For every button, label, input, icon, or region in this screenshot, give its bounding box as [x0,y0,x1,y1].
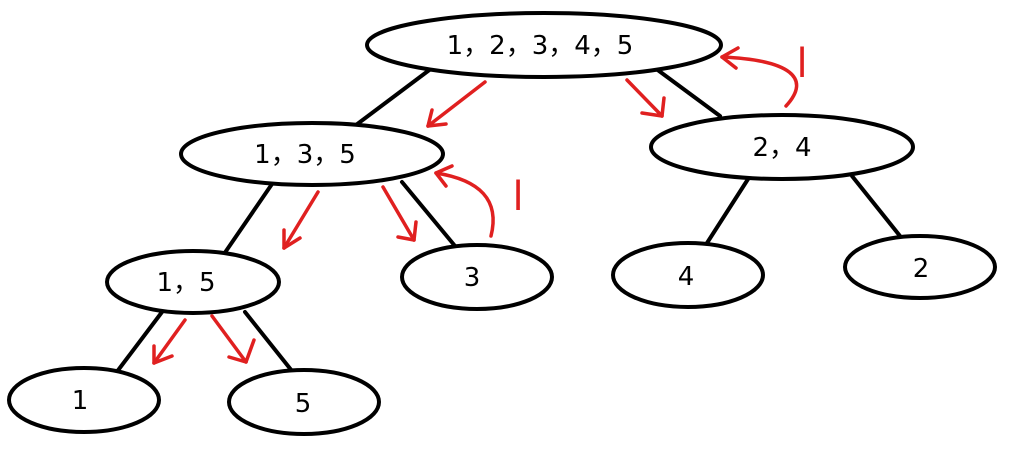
node-left-right: 3 [400,243,554,311]
node-right-right: 2 [843,234,997,300]
arrow-root-to-right [625,78,666,118]
return-mark-mid: l [512,174,523,220]
node-left-label: 1，3，5 [254,140,356,170]
arrow-left-to-leftright [381,185,418,242]
node-leaf-1-label: 1 [72,386,89,416]
node-left: 1，3，5 [179,121,445,187]
edge-leftleft-leaf1 [114,310,164,375]
node-leaf-5: 5 [227,368,381,436]
edge-right-rightleft [705,174,752,245]
node-left-right-label: 3 [464,263,481,293]
node-right-left: 4 [611,241,765,309]
node-right-label: 2，4 [752,133,811,163]
arrow-leftleft-to-leaf1 [152,318,187,365]
edge-left-leftright [400,180,457,248]
edge-right-rightright [850,174,902,238]
node-leaf-1: 1 [7,366,161,434]
arrow-return-leftright-to-left [434,164,495,238]
arrow-left-to-leftleft [282,190,320,250]
node-left-left-label: 1，5 [156,268,215,298]
arrow-root-to-left [426,80,487,128]
node-root-label: 1，2，3，4，5 [447,31,634,61]
arrow-return-right-to-root [720,46,799,108]
node-root: 1，2，3，4，5 [365,11,723,79]
node-right: 2，4 [649,113,915,181]
edge-leftleft-leaf5 [243,310,294,373]
edge-root-right [653,66,722,118]
node-right-left-label: 4 [678,262,695,292]
arrow-leftleft-to-leaf5 [210,314,256,364]
traversal-arrows [152,46,799,365]
edge-root-left [350,66,434,130]
edge-left-leftleft [222,182,274,256]
node-leaf-5-label: 5 [295,389,312,419]
node-left-left: 1，5 [105,249,281,315]
return-mark-top: l [796,41,807,87]
node-right-right-label: 2 [913,254,930,284]
tree-edges [114,66,902,375]
